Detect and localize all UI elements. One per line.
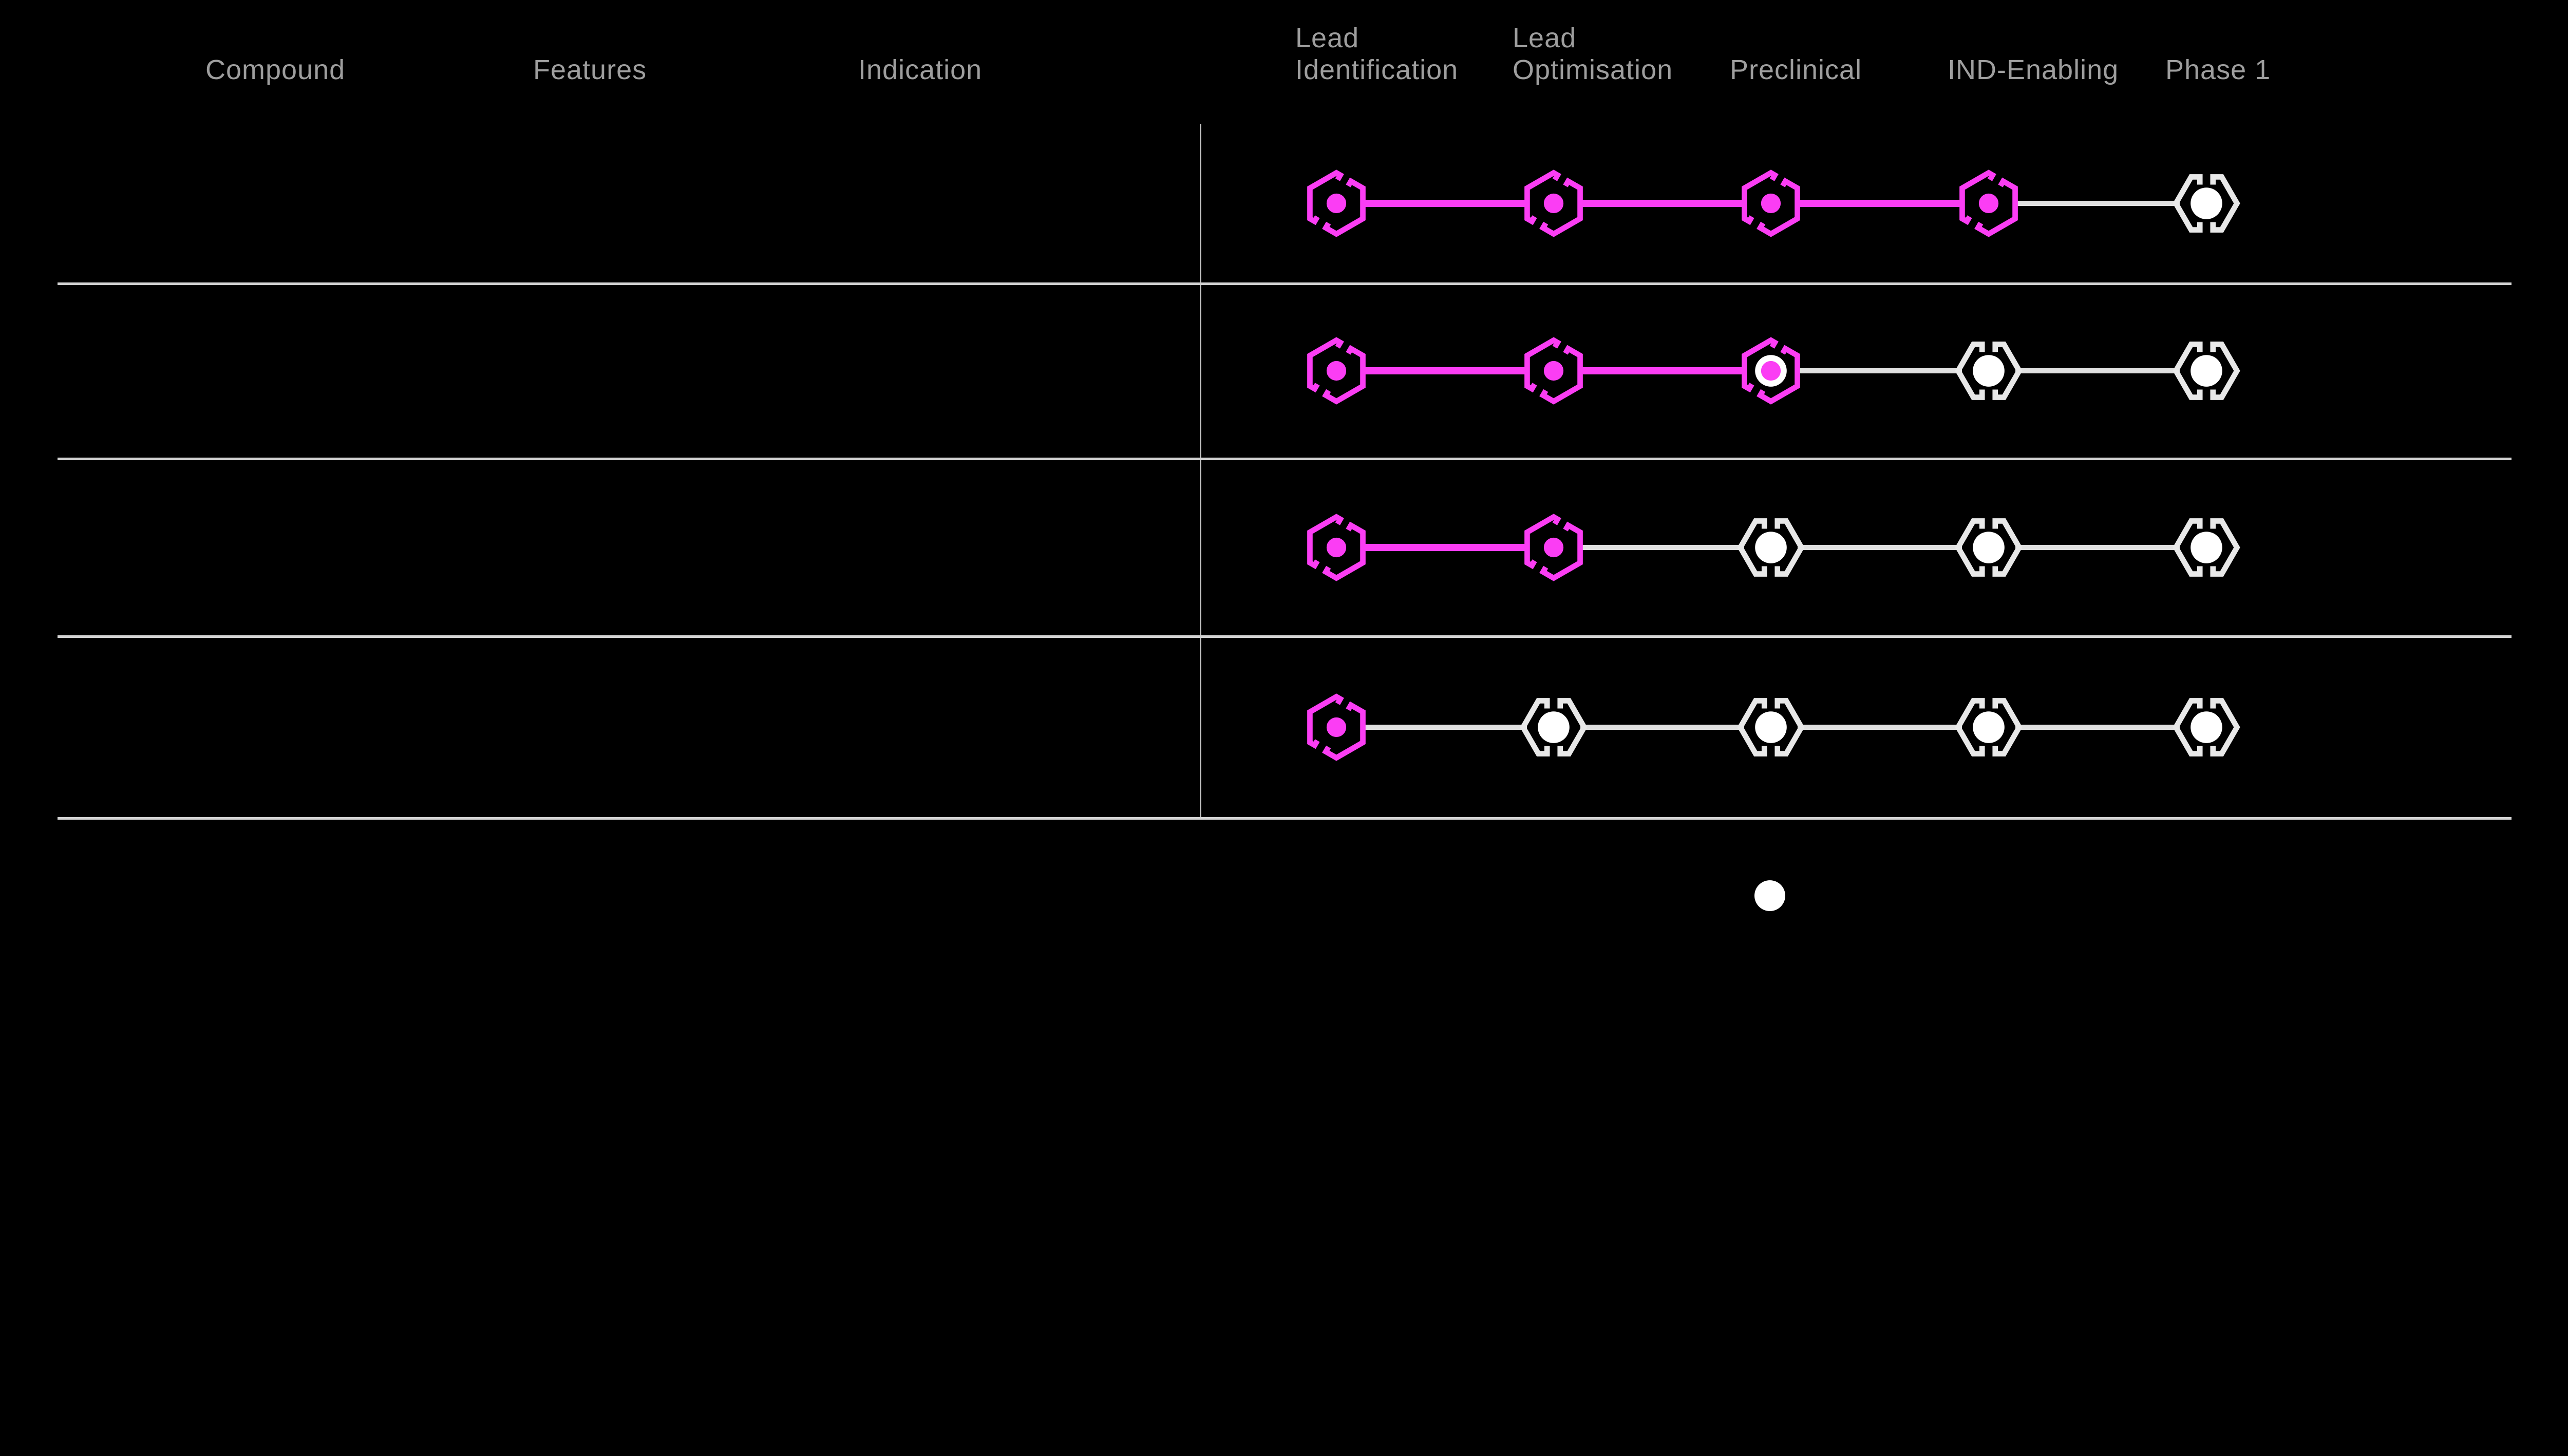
connector-row1-lead-optimisation-to-preclinical xyxy=(1580,200,1744,207)
node-row2-lead-optimisation-complete xyxy=(1524,337,1583,405)
node-row1-ind-enabling-complete xyxy=(1959,169,2018,237)
node-row4-lead-identification-complete xyxy=(1307,693,1366,761)
connector-row4-lead-optimisation-to-preclinical xyxy=(1580,725,1744,730)
node-row4-ind-enabling-upcoming xyxy=(1955,698,2023,757)
connector-row3-lead-identification-to-lead-optimisation xyxy=(1363,544,1527,551)
connector-row2-lead-optimisation-to-preclinical xyxy=(1580,367,1744,374)
connector-row1-preclinical-to-ind-enabling xyxy=(1798,200,1962,207)
node-row1-phase-1-upcoming xyxy=(2173,174,2240,233)
pulse-dot xyxy=(1754,880,1785,911)
node-row3-lead-optimisation-complete xyxy=(1524,514,1583,581)
connector-row1-lead-identification-to-lead-optimisation xyxy=(1363,200,1527,207)
node-row3-ind-enabling-upcoming xyxy=(1955,518,2023,577)
node-row4-phase-1-upcoming xyxy=(2173,698,2240,757)
connector-row3-ind-enabling-to-phase-1 xyxy=(2015,545,2180,550)
row-separator-2 xyxy=(58,458,2512,460)
connector-row2-lead-identification-to-lead-optimisation xyxy=(1363,367,1527,374)
column-divider xyxy=(1200,124,1201,818)
row-separator-1 xyxy=(58,282,2512,285)
node-row1-preclinical-complete xyxy=(1742,169,1800,237)
node-row4-lead-optimisation-upcoming xyxy=(1520,698,1588,757)
node-row2-lead-identification-complete xyxy=(1307,337,1366,405)
connector-row3-lead-optimisation-to-preclinical xyxy=(1580,545,1744,550)
node-row2-phase-1-upcoming xyxy=(2173,342,2240,400)
stage-header-lead-optimisation: Lead Optimisation xyxy=(1513,23,1673,85)
node-row3-preclinical-upcoming xyxy=(1737,518,1805,577)
stage-header-phase-1: Phase 1 xyxy=(2165,54,2271,85)
column-header-indication: Indication xyxy=(858,54,983,85)
connector-row4-preclinical-to-ind-enabling xyxy=(1798,725,1962,730)
connector-row2-preclinical-to-ind-enabling xyxy=(1798,368,1962,373)
connector-row1-ind-enabling-to-phase-1 xyxy=(2015,201,2180,206)
node-row3-phase-1-upcoming xyxy=(2173,518,2240,577)
connector-row2-ind-enabling-to-phase-1 xyxy=(2015,368,2180,373)
node-row1-lead-identification-complete xyxy=(1307,169,1366,237)
node-row1-lead-optimisation-complete xyxy=(1524,169,1583,237)
row-separator-3 xyxy=(58,635,2512,638)
node-row4-preclinical-upcoming xyxy=(1737,698,1805,757)
row-separator-4 xyxy=(58,817,2512,820)
connector-row4-lead-identification-to-lead-optimisation xyxy=(1363,725,1527,730)
node-row2-ind-enabling-upcoming xyxy=(1955,342,2023,400)
connector-row4-ind-enabling-to-phase-1 xyxy=(2015,725,2180,730)
node-row2-preclinical-current xyxy=(1742,337,1800,405)
stage-header-preclinical: Preclinical xyxy=(1730,54,1862,85)
column-header-compound: Compound xyxy=(205,54,346,85)
stage-header-ind-enabling: IND-Enabling xyxy=(1948,54,2119,85)
node-row3-lead-identification-complete xyxy=(1307,514,1366,581)
column-header-features: Features xyxy=(533,54,647,85)
connector-row3-preclinical-to-ind-enabling xyxy=(1798,545,1962,550)
stage-header-lead-identification: Lead Identification xyxy=(1295,23,1459,85)
